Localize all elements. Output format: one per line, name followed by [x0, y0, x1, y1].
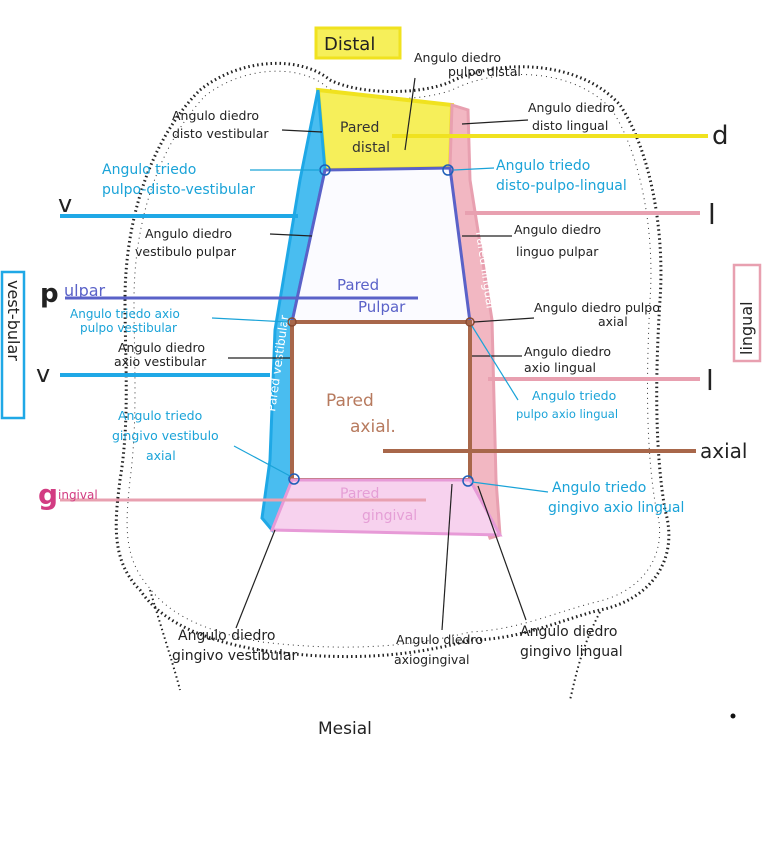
lbl-vest-pulpar-2: vestibulo pulpar: [135, 244, 237, 259]
lbl-pulpo-axial-2: axial: [598, 314, 628, 329]
pared-gingival-wall: [269, 478, 503, 537]
lbl-gingivo-vest-1: Angulo diedro: [178, 628, 275, 644]
lbl-disto-ling-1: Angulo diedro: [528, 100, 615, 115]
ink-dot: [730, 713, 736, 719]
letter-g-suffix: ingival: [58, 488, 98, 502]
corner-dpl: [442, 164, 454, 176]
letter-d: d: [712, 121, 729, 151]
tooth-outline: [114, 61, 671, 659]
mesial-label: Mesial: [318, 719, 372, 739]
lbl-pal-2: pulpo axio lingual: [516, 407, 618, 421]
leader-gingivo-ling: [477, 485, 527, 621]
leader-vest-pulpar: [269, 233, 313, 237]
letter-g: g: [38, 478, 58, 511]
pared-gingival-label-1: Pared: [340, 486, 379, 502]
letter-l-bottom: l: [706, 364, 714, 397]
leader-gingivo-vest: [235, 529, 276, 629]
angle-labels-cyan: Angulo triedo pulpo-disto-vestibular Ang…: [70, 158, 684, 516]
lbl-apv-1: Angulo triedo axio: [70, 307, 180, 321]
lbl-axio-vest-1: Angulo diedro: [118, 340, 205, 355]
lbl-axio-ling-1: Angulo diedro: [524, 344, 611, 359]
leader-disto-vest: [281, 129, 323, 133]
corner-gal: [462, 475, 474, 487]
lbl-axiogingival-1: Angulo diedro: [396, 632, 483, 647]
letter-p: p: [40, 279, 59, 309]
lbl-pulpo-distal-1: Angulo diedro: [414, 50, 501, 65]
lbl-gva-3: axial: [146, 448, 176, 463]
distal-box: [314, 26, 402, 60]
lbl-dpl-1: Angulo triedo: [496, 158, 590, 174]
pared-pulpar-label-1: Pared: [337, 276, 379, 294]
distal-label: Distal: [324, 34, 375, 55]
lbl-gingivo-vest-2: gingivo vestibular: [172, 648, 298, 664]
pared-distal-label-2: distal: [352, 140, 390, 156]
pared-distal-label-1: Pared: [340, 120, 379, 136]
lbl-gal-2: gingivo axio lingual: [548, 500, 684, 516]
lbl-disto-ling-2: disto lingual: [532, 118, 608, 133]
lbl-dpl-2: disto-pulpo-lingual: [496, 178, 627, 194]
leader-pulpo-distal: [404, 77, 416, 151]
lingual-label: lingual: [737, 301, 756, 355]
lbl-vest-pulpar-1: Angulo diedro: [145, 226, 232, 241]
lbl-axio-vest-2: axio vestibular: [114, 354, 207, 369]
letter-v-top: v: [58, 190, 72, 218]
leader-pal: [471, 325, 519, 401]
angle-labels-black: Angulo diedro pulpo distal Angulo diedro…: [114, 50, 660, 667]
letter-v-bottom: v: [36, 360, 50, 388]
lbl-linguo-pulpar-2: linguo pulpar: [516, 244, 599, 259]
lbl-apv-2: pulpo vestibular: [80, 321, 177, 335]
lbl-gingivo-ling-2: gingivo lingual: [520, 644, 623, 660]
pared-axial-label-1: Pared: [326, 391, 374, 411]
lbl-pulpo-axial-1: Angulo diedro pulpo: [534, 300, 660, 315]
leader-pulpo-axial: [473, 317, 535, 323]
lbl-axiogingival-2: axiogingival: [394, 652, 469, 667]
letter-l-top: l: [708, 198, 716, 231]
leader-apv: [211, 317, 289, 323]
leader-lines: [211, 77, 549, 631]
leader-dpl: [453, 167, 495, 171]
lbl-disto-vest-1: Angulo diedro: [172, 108, 259, 123]
corner-gva: [288, 473, 300, 485]
lbl-pal-1: Angulo triedo: [532, 388, 616, 403]
lbl-pdv-2: pulpo-disto-vestibular: [102, 182, 255, 198]
pared-gingival-label-2: gingival: [362, 508, 417, 524]
lbl-pdv-1: Angulo triedo: [102, 162, 196, 178]
vestibular-label: vest-bular: [4, 280, 23, 361]
vestibular-box: [0, 270, 26, 420]
lbl-linguo-pulpar-1: Angulo diedro: [514, 222, 601, 237]
letter-axial: axial: [700, 439, 747, 463]
pared-axial-wall: [290, 320, 472, 482]
pared-pulpar-label-2: Pulpar: [358, 298, 406, 316]
pared-distal-wall: [315, 87, 455, 173]
leader-disto-ling: [461, 119, 529, 125]
lbl-pulpo-distal-2: pulpo distal: [448, 64, 521, 79]
pared-axial-label-2: axial.: [350, 417, 396, 437]
tooth-lower-outline: [149, 589, 601, 701]
lbl-gal-1: Angulo triedo: [552, 480, 646, 496]
leader-gva: [233, 445, 291, 477]
letter-p-suffix: ulpar: [64, 281, 106, 300]
lbl-gva-2: gingivo vestibulo: [112, 428, 219, 443]
lbl-gva-1: Angulo triedo: [118, 408, 202, 423]
lbl-axio-ling-2: axio lingual: [524, 360, 596, 375]
lingual-box: [732, 263, 762, 363]
lbl-gingivo-ling-1: Angulo diedro: [520, 624, 617, 640]
leader-axiogingival: [441, 483, 453, 631]
lbl-disto-vest-2: disto vestibular: [172, 126, 269, 141]
leader-gal: [471, 481, 549, 493]
